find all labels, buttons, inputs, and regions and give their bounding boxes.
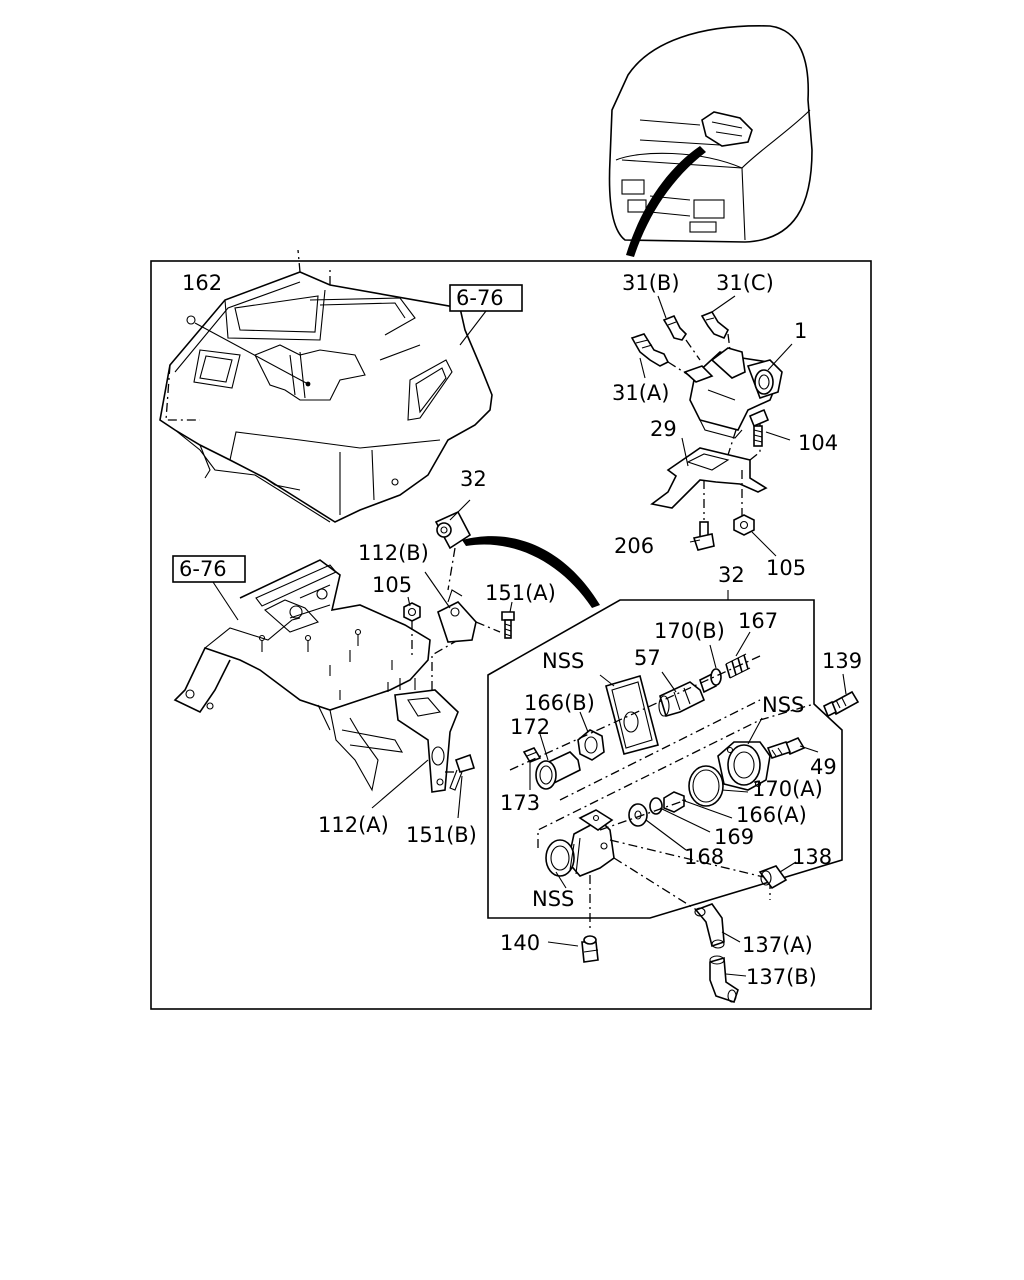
label-170b: 170(B) bbox=[654, 619, 725, 643]
main-housing bbox=[545, 809, 615, 877]
nut-166a bbox=[663, 791, 685, 813]
label-206: 206 bbox=[614, 534, 654, 558]
label-ref-top: 6-76 bbox=[456, 286, 504, 310]
label-31c: 31(C) bbox=[716, 271, 774, 295]
oring-170b bbox=[710, 668, 722, 686]
label-32-sub: 32 bbox=[718, 563, 745, 587]
label-112b: 112(B) bbox=[358, 541, 429, 565]
label-31a: 31(A) bbox=[612, 381, 669, 405]
label-151a: 151(A) bbox=[485, 581, 556, 605]
label-ref-left: 6-76 bbox=[179, 557, 227, 581]
spring-167 bbox=[725, 653, 751, 679]
mounting-bracket bbox=[173, 559, 431, 792]
label-138: 138 bbox=[792, 845, 832, 869]
instrument-panel-cover bbox=[159, 249, 493, 523]
label-168: 168 bbox=[684, 845, 724, 869]
label-151b: 151(B) bbox=[406, 823, 477, 847]
label-137a: 137(A) bbox=[742, 933, 813, 957]
bolt-151a bbox=[501, 611, 515, 639]
nut-166b bbox=[577, 729, 605, 761]
sleeve-172 bbox=[535, 751, 581, 790]
label-173: 173 bbox=[500, 791, 540, 815]
fitting-138 bbox=[758, 865, 788, 890]
label-49: 49 bbox=[810, 755, 837, 779]
bolt-139 bbox=[822, 690, 860, 718]
bolt-104 bbox=[748, 408, 770, 447]
label-nss-top: NSS bbox=[542, 649, 584, 673]
bolt-49 bbox=[766, 736, 806, 759]
label-166a: 166(A) bbox=[736, 803, 807, 827]
label-166b: 166(B) bbox=[524, 691, 595, 715]
leader-arc-32 bbox=[462, 536, 600, 608]
nut-105-right bbox=[733, 514, 755, 536]
label-162: 162 bbox=[182, 271, 222, 295]
washer-168 bbox=[628, 803, 648, 827]
label-112a: 112(A) bbox=[318, 813, 389, 837]
label-104: 104 bbox=[798, 431, 838, 455]
label-32-top: 32 bbox=[460, 467, 487, 491]
label-170a: 170(A) bbox=[752, 777, 823, 801]
label-nss-flange: NSS bbox=[762, 693, 804, 717]
label-172: 172 bbox=[510, 715, 550, 739]
screw-173 bbox=[522, 747, 542, 763]
washer-169 bbox=[649, 797, 663, 815]
label-29: 29 bbox=[650, 417, 677, 441]
sub-bracket-112a bbox=[394, 639, 459, 793]
label-167: 167 bbox=[738, 609, 778, 633]
bracket-29 bbox=[650, 420, 768, 520]
clip-32-small bbox=[434, 510, 472, 591]
nut-105-left bbox=[403, 602, 421, 655]
part-labels: 162 6-76 6-76 31(B) 31(C) 31(A) 1 29 104… bbox=[179, 271, 862, 989]
bolt-206 bbox=[692, 521, 715, 551]
elbow-137a bbox=[694, 903, 725, 949]
grease-nipple-140 bbox=[581, 935, 599, 963]
subassembly-frame bbox=[487, 599, 843, 919]
label-169: 169 bbox=[714, 825, 754, 849]
label-31b: 31(B) bbox=[622, 271, 680, 295]
label-105-right: 105 bbox=[766, 556, 806, 580]
diagram-frame bbox=[150, 260, 872, 1010]
ref-box-top bbox=[449, 284, 523, 312]
oring-170a bbox=[688, 765, 724, 807]
label-1: 1 bbox=[794, 319, 807, 343]
label-139: 139 bbox=[822, 649, 862, 673]
ref-box-left bbox=[172, 555, 246, 583]
elbow-137b bbox=[709, 955, 739, 1004]
truck-cab-illustration bbox=[608, 25, 813, 257]
valve-body-1 bbox=[630, 311, 783, 456]
label-140: 140 bbox=[500, 931, 540, 955]
label-137b: 137(B) bbox=[746, 965, 817, 989]
label-105-left: 105 bbox=[372, 573, 412, 597]
bolt-151b bbox=[445, 753, 476, 791]
label-nss-housing: NSS bbox=[532, 887, 574, 911]
label-57: 57 bbox=[634, 646, 661, 670]
bracket-112b bbox=[437, 589, 501, 643]
flange-housing bbox=[717, 741, 771, 791]
leader-lines bbox=[371, 295, 847, 977]
